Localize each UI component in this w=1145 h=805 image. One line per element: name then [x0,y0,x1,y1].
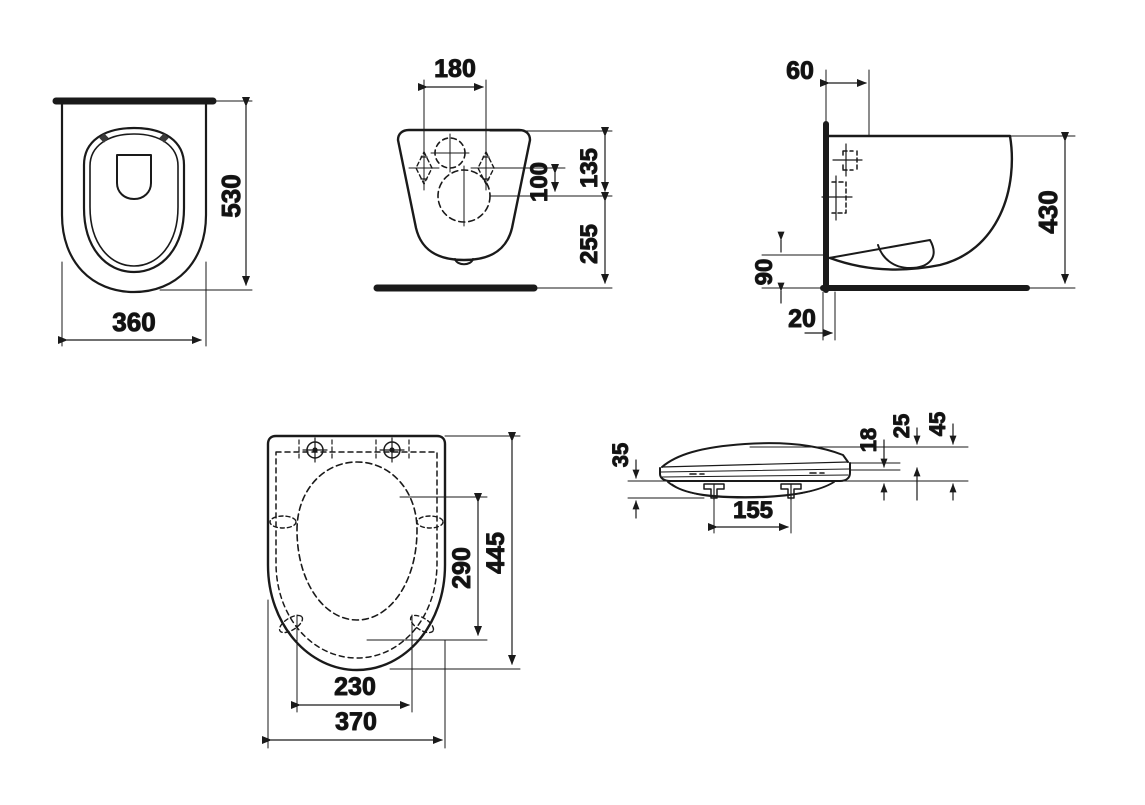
fixing-slot-left [408,145,440,191]
fixing-detail-lower [821,175,853,221]
dim-label-35: 35 [608,443,633,467]
dim-label-445: 445 [482,532,510,574]
dim-label-155: 155 [733,497,773,524]
dim-label-370: 370 [335,708,377,736]
seat-opening-dashed [296,461,418,621]
dim-label-20: 20 [788,305,816,333]
hinge-bolt-right [780,483,802,501]
flush-inlet [116,154,152,200]
bumper-pad-upper-left [269,515,297,529]
lid-seam-upper [660,468,850,473]
bowl-rim-outer [82,126,186,274]
lid-top-profile [661,442,849,468]
lid-body [659,462,851,482]
view-side-seat: 35 18 25 45 155 [608,411,969,534]
seat-ring-under-2 [671,483,831,499]
view-plan-pan: 530 360 [52,97,253,347]
dim-label-255: 255 [576,224,603,264]
dim-label-90: 90 [751,259,778,286]
dim-label-45: 45 [925,412,950,436]
pan-underside-curve [828,239,935,269]
dim-label-18: 18 [856,428,881,452]
dim-label-430: 430 [1033,190,1063,233]
bumper-pad-upper-right [416,515,444,529]
dim-label-290: 290 [448,547,476,589]
dim-label-135: 135 [576,148,603,188]
seat-ring-under [667,481,835,498]
lid-seam-lower [661,474,849,478]
dim-label-100: 100 [526,162,553,202]
seat-outline [266,434,447,672]
fixing-detail-upper [832,143,863,177]
fixing-hole-right [159,133,169,143]
fixing-hole-left [99,133,109,143]
pan-outline [60,99,208,294]
pan-front-outline [396,128,532,262]
bowl-rim-inner [89,133,179,267]
dim-label-530: 530 [216,174,246,217]
dim-label-25: 25 [889,414,914,438]
view-plan-seat: 290 445 230 370 [262,432,521,749]
pan-side-outline [827,134,1014,271]
view-side-pan: 60 430 90 20 [751,57,1076,341]
dim-label-360: 360 [112,307,155,337]
dim-label-230: 230 [334,673,376,701]
bumper-pad-lower-right [409,614,435,634]
fixing-slot-right [470,145,502,191]
lid-top-edge [661,461,849,468]
bumper-pad-lower-left [278,614,304,634]
view-front-pan: 180 100 135 255 [373,55,613,292]
hinge-bolt-left [703,483,725,501]
hinge-right [375,437,410,463]
outlet-nub [454,258,474,266]
dim-label-180: 180 [434,55,476,83]
seat-inner-dashed [275,451,438,659]
dim-label-60: 60 [786,57,814,85]
hinge-left [298,437,333,463]
